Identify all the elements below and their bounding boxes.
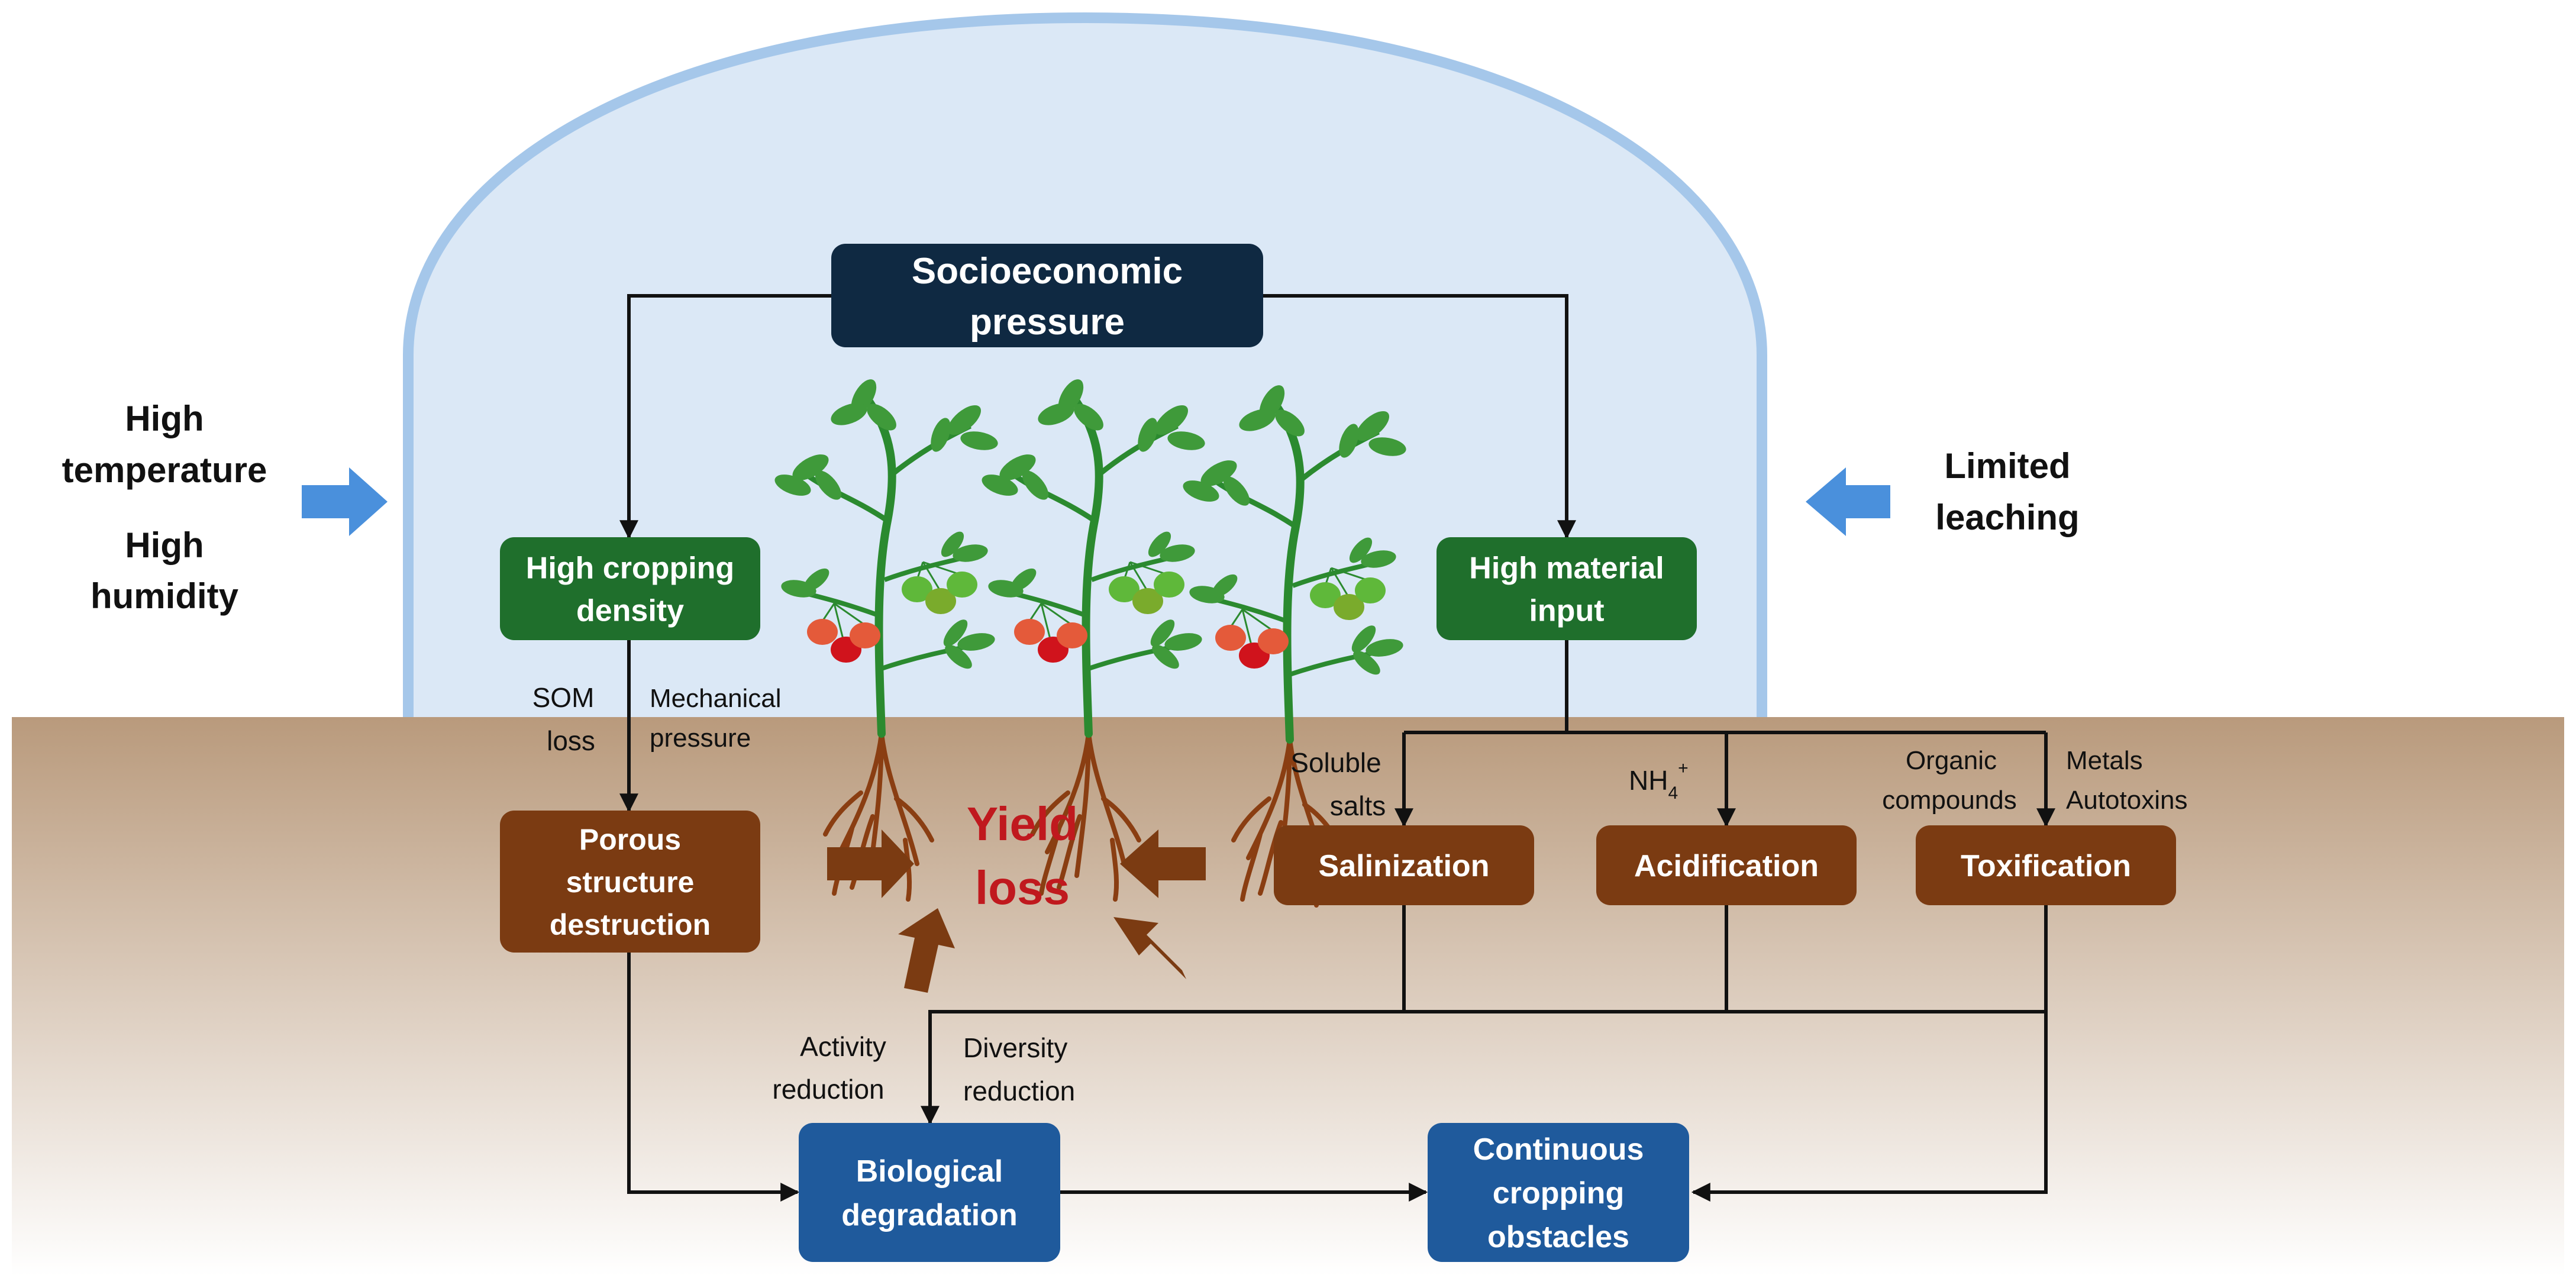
box-salinization-bg	[1274, 825, 1534, 905]
box-continuous-bg	[1428, 1123, 1689, 1262]
box-material-input: High material input	[1437, 537, 1697, 640]
som-loss-label-1: SOM	[532, 682, 595, 713]
nh4-label: NH4+	[1629, 758, 1689, 803]
mechanical-label-2: pressure	[650, 724, 751, 753]
box-cropping-density-bg	[500, 537, 760, 640]
box-continuous: Continuous cropping obstacles	[1428, 1123, 1689, 1262]
box-biological-label-2: degradation	[841, 1198, 1018, 1232]
box-material-input-label-2: input	[1529, 594, 1604, 628]
box-porous-label-1: Porous	[579, 823, 681, 856]
box-cropping-density: High cropping density	[500, 537, 760, 640]
climate-left-line3: High	[125, 525, 204, 565]
box-socioeconomic-label-1: Socioeconomic	[912, 251, 1183, 292]
soluble-salts-label-2: salts	[1330, 790, 1386, 821]
brown-arrow-icon	[898, 908, 955, 993]
box-porous-bg	[500, 811, 760, 953]
box-acidification-label-1: Acidification	[1634, 849, 1819, 883]
box-porous: Porous structure destruction	[500, 811, 760, 953]
yield-loss-line2: loss	[975, 861, 1070, 914]
diversity-label-1: Diversity	[963, 1032, 1067, 1063]
metals-label-1: Metals	[2066, 746, 2143, 775]
activity-label-2: reduction	[772, 1074, 884, 1105]
mechanical-label-1: Mechanical	[650, 684, 782, 713]
box-toxification-bg	[1916, 825, 2176, 905]
box-cropping-density-label-1: High cropping	[526, 551, 734, 586]
box-biological: Biological degradation	[799, 1123, 1060, 1262]
climate-left-line1: High	[125, 399, 204, 438]
blue-arrow-icon	[302, 467, 388, 536]
box-salinization: Salinization	[1274, 825, 1534, 905]
organic-label-2: compounds	[1882, 786, 2016, 815]
brown-arrow-icon	[827, 829, 914, 898]
box-acidification: Acidification	[1596, 825, 1857, 905]
nh4-text: NH	[1629, 765, 1668, 796]
box-socioeconomic-bg	[831, 244, 1263, 347]
brown-arrow-icon	[1113, 917, 1186, 979]
box-continuous-label-1: Continuous	[1473, 1132, 1644, 1167]
climate-right-line2: leaching	[1935, 498, 2079, 537]
box-porous-label-3: destruction	[550, 908, 711, 941]
nh4-subscript: 4	[1668, 783, 1678, 803]
climate-left-line4: humidity	[91, 576, 239, 616]
box-cropping-density-label-2: density	[576, 594, 684, 628]
climate-right-line1: Limited	[1944, 446, 2070, 486]
activity-label-1: Activity	[800, 1031, 886, 1062]
box-continuous-label-3: obstacles	[1487, 1220, 1629, 1254]
box-biological-bg	[799, 1123, 1060, 1262]
yield-loss-line1: Yield	[967, 798, 1078, 850]
brown-arrow-icon	[1120, 829, 1206, 898]
box-salinization-label-1: Salinization	[1319, 849, 1490, 883]
som-loss-label-2: loss	[547, 725, 595, 756]
box-acidification-bg	[1596, 825, 1857, 905]
blue-arrow-icon	[1806, 467, 1890, 536]
box-socioeconomic: Socioeconomic pressure	[831, 244, 1263, 347]
organic-label-1: Organic	[1906, 746, 1997, 775]
box-continuous-label-2: cropping	[1493, 1176, 1624, 1210]
metals-label-2: Autotoxins	[2066, 786, 2187, 815]
box-material-input-label-1: High material	[1469, 551, 1664, 586]
connector-lines	[619, 294, 2055, 1202]
box-porous-label-2: structure	[566, 866, 695, 899]
box-material-input-bg	[1437, 537, 1697, 640]
box-toxification: Toxification	[1916, 825, 2176, 905]
climate-left-line2: temperature	[62, 450, 267, 490]
nh4-superscript: +	[1678, 758, 1689, 778]
box-toxification-label-1: Toxification	[1961, 849, 2131, 883]
box-socioeconomic-label-2: pressure	[970, 302, 1125, 343]
diversity-label-2: reduction	[963, 1076, 1075, 1106]
soluble-salts-label-1: Soluble	[1290, 747, 1381, 778]
box-biological-label-1: Biological	[856, 1154, 1003, 1189]
